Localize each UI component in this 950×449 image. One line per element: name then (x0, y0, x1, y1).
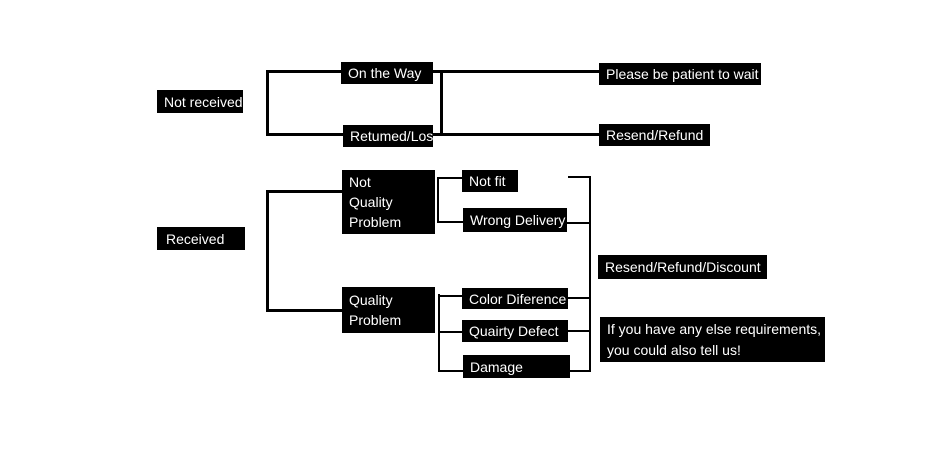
node-color-difference: Color Diference (462, 288, 568, 309)
connector-to-color-difference (438, 295, 462, 297)
connector-not-received-to-returned-lost (266, 133, 344, 136)
node-not-received: Not received (157, 90, 243, 113)
node-quality-defect: Quairty Defect (462, 320, 568, 342)
connector-to-not-fit (437, 177, 463, 179)
node-wrong-delivery: Wrong Delivery (463, 208, 567, 232)
connector-quality-defect-to-collector (568, 330, 590, 332)
connector-quality-children-vertical (438, 294, 440, 372)
connector-not-quality-children-vertical (437, 177, 439, 223)
node-quality-problem: Quality Problem (342, 287, 435, 333)
node-on-the-way: On the Way (341, 62, 433, 84)
connector-not-received-to-on-the-way (266, 70, 342, 73)
connector-received-vertical (266, 190, 269, 312)
node-not-quality-problem: Not Quality Problem (342, 170, 435, 234)
node-resend-refund-discount: Resend/Refund/Discount (598, 255, 767, 279)
connector-collector-vertical (589, 176, 591, 372)
connector-color-difference-to-collector (568, 297, 590, 299)
connector-not-received-vertical (266, 70, 269, 136)
node-received: Received (157, 227, 245, 250)
connector-top-outcomes-vertical (440, 70, 443, 136)
node-returned-lost: Retumed/Lost (343, 125, 437, 147)
node-else-requirements: If you have any else requirements, you c… (600, 317, 825, 362)
node-damage: Damage (463, 355, 570, 378)
connector-received-to-quality-problem (266, 309, 343, 312)
node-please-be-patient: Please be patient to wait (599, 63, 761, 85)
node-resend-refund: Resend/Refund (599, 124, 710, 146)
connector-damage-to-collector (570, 370, 591, 372)
connector-on-the-way-to-please-wait (433, 70, 600, 73)
node-not-fit: Not fit (462, 170, 518, 192)
connector-to-damage (438, 370, 463, 372)
connector-wrong-delivery-to-collector (567, 222, 590, 224)
connector-not-fit-to-collector (568, 176, 591, 178)
connector-to-wrong-delivery (437, 221, 464, 223)
connector-returned-lost-to-resend-refund (433, 133, 600, 136)
connector-to-quality-defect (438, 331, 462, 333)
connector-received-to-not-quality-problem (266, 190, 343, 193)
